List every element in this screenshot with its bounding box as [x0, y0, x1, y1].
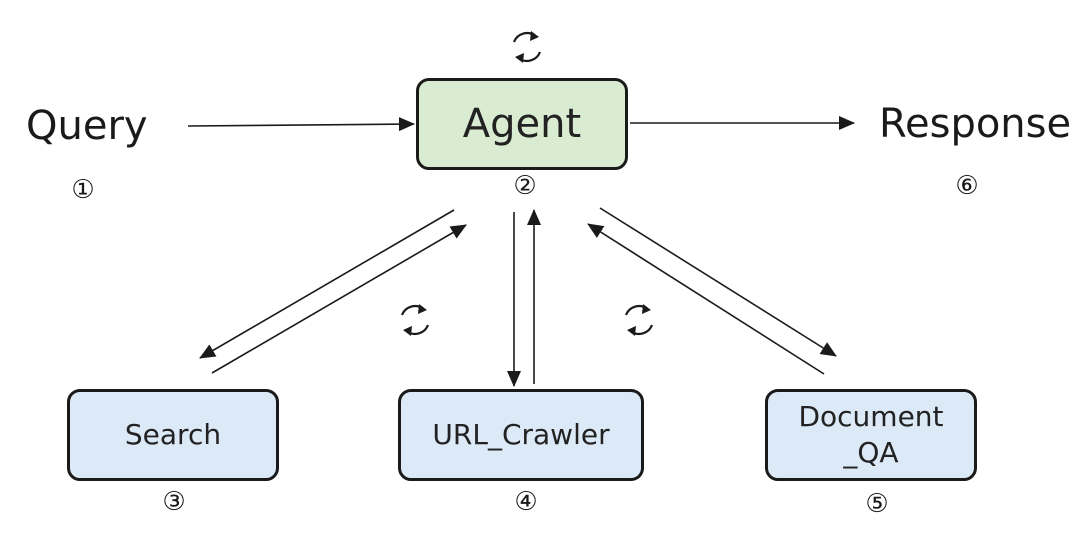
arrow-query-to-agent: [187, 117, 415, 132]
document-qa-node: Document _QA: [765, 389, 977, 481]
agent-node: Agent: [416, 78, 628, 170]
step-number-document-qa: ⑤: [865, 489, 889, 519]
refresh-cycle-icon: [624, 302, 654, 338]
refresh-cycle-icon: [400, 302, 430, 338]
query-label: Query: [26, 103, 148, 149]
arrow-search-to-agent: [211, 224, 467, 374]
response-label: Response: [879, 101, 1072, 147]
url-crawler-node: URL_Crawler: [398, 389, 644, 481]
step-number-url-crawler: ④: [514, 487, 538, 517]
arrow-agent-to-document-qa: [599, 207, 837, 357]
step-number-response: ⑥: [955, 171, 979, 201]
search-node: Search: [67, 389, 279, 481]
arrow-agent-to-search: [199, 209, 455, 359]
refresh-cycle-icon: [512, 29, 542, 65]
step-number-agent: ②: [513, 171, 537, 201]
step-number-query: ①: [71, 175, 95, 205]
arrow-document-qa-to-agent: [587, 223, 825, 375]
step-number-search: ③: [162, 487, 186, 517]
